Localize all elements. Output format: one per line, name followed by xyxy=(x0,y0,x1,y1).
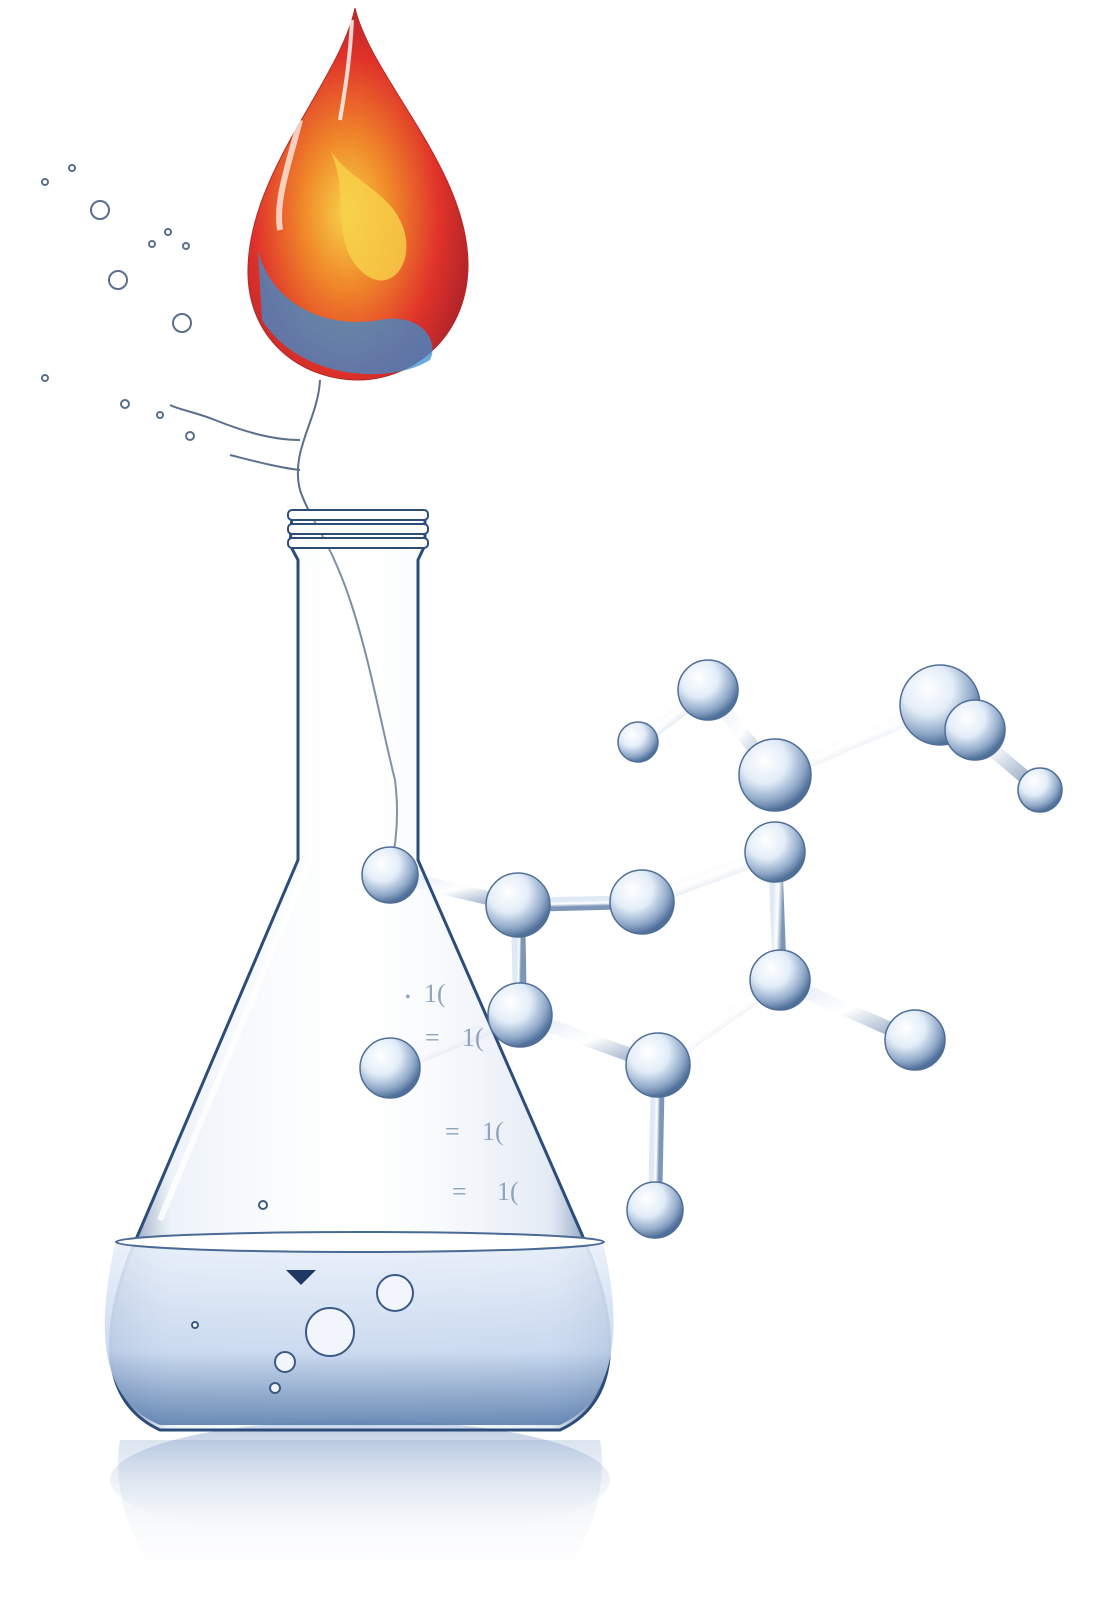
graduation-label-0: 1( xyxy=(424,979,446,1008)
atom xyxy=(749,949,811,1011)
atom xyxy=(359,1037,421,1099)
atom xyxy=(609,869,675,935)
atom xyxy=(625,1032,691,1098)
paint-drop-icon xyxy=(247,7,469,381)
atom xyxy=(944,699,1006,761)
graduation-label-2: 1( xyxy=(482,1117,504,1146)
atom xyxy=(884,1009,946,1071)
graduation-mark-1: = xyxy=(425,1023,440,1052)
graduation-label-1: 1( xyxy=(462,1023,484,1052)
atom xyxy=(738,738,812,812)
graduation-mark-0: • xyxy=(405,989,411,1006)
erlenmeyer-flask-icon xyxy=(104,509,614,1600)
graduation-mark-3: = xyxy=(452,1177,467,1206)
graduation-mark-2: = xyxy=(445,1117,460,1146)
atom xyxy=(626,1181,684,1239)
molecule-atoms xyxy=(359,659,1063,1239)
atom xyxy=(485,872,551,938)
atom xyxy=(677,659,739,721)
atom xyxy=(361,846,419,904)
flask-graduations: • 1( = 1( = 1( = 1( xyxy=(405,979,519,1206)
atom xyxy=(487,982,553,1048)
atom xyxy=(1017,767,1063,813)
atom xyxy=(744,821,806,883)
atom xyxy=(617,721,659,763)
graduation-label-3: 1( xyxy=(497,1177,519,1206)
